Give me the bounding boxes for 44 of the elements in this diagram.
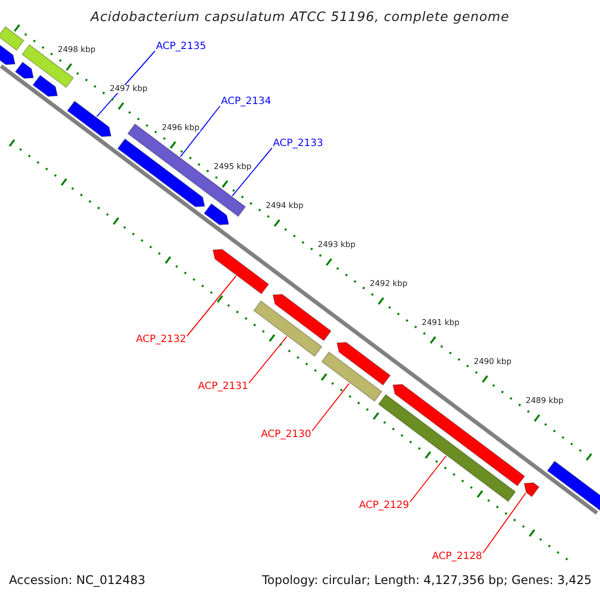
gene-label: ACP_2132 <box>136 335 186 345</box>
leader-line <box>410 456 446 502</box>
leader-line <box>96 50 156 118</box>
leader-line <box>186 276 236 336</box>
scale-label: 2496 kbp <box>160 124 200 132</box>
scale-label: 2491 kbp <box>420 319 460 328</box>
leader-line <box>248 336 288 384</box>
gene-label: ACP_2134 <box>221 97 272 107</box>
gene-feature <box>117 138 206 208</box>
gene-feature <box>336 342 391 386</box>
gene-feature <box>321 351 382 402</box>
gene-feature <box>32 74 58 97</box>
leader-line <box>482 492 526 554</box>
gene-feature <box>14 62 34 79</box>
title: Acidobacterium capsulatum ATCC 51196, complete genome <box>89 11 510 24</box>
gene-feature <box>253 300 322 357</box>
gene-label: ACP_2129 <box>359 501 410 511</box>
gene-feature <box>66 100 112 138</box>
gene-feature <box>204 203 230 226</box>
topology-text: Topology: circular; Length: 4,127,356 bp; Genes: 3,425 <box>262 574 592 586</box>
gene-label: ACP_2135 <box>156 42 206 52</box>
accession-text: Accession: NC_012483 <box>9 574 146 586</box>
scale-label: 2497 kbp <box>108 85 148 94</box>
gene-feature <box>524 482 540 498</box>
leader-line <box>312 382 350 432</box>
gene-feature <box>212 248 270 294</box>
gene-label: ACP_2128 <box>432 552 482 562</box>
gene-label: ACP_2130 <box>261 430 312 440</box>
scale-label: 2498 kbp <box>56 46 96 54</box>
scale-label: 2493 kbp <box>316 241 356 250</box>
gene-label: ACP_2133 <box>273 139 324 149</box>
gene-feature <box>0 26 24 51</box>
scale-label: 2495 kbp <box>212 163 252 172</box>
scale-label: 2492 kbp <box>368 280 408 288</box>
scale-label: 2489 kbp <box>524 397 564 406</box>
leader-line <box>180 106 220 158</box>
gene-feature <box>392 384 526 486</box>
gene-label: ACP_2131 <box>198 382 248 392</box>
leader-line <box>232 148 272 196</box>
gene-feature <box>272 294 332 342</box>
gene-feature <box>0 44 16 66</box>
scale-label: 2490 kbp <box>472 358 512 366</box>
scale-label: 2494 kbp <box>264 202 304 210</box>
gene-feature <box>378 394 516 502</box>
